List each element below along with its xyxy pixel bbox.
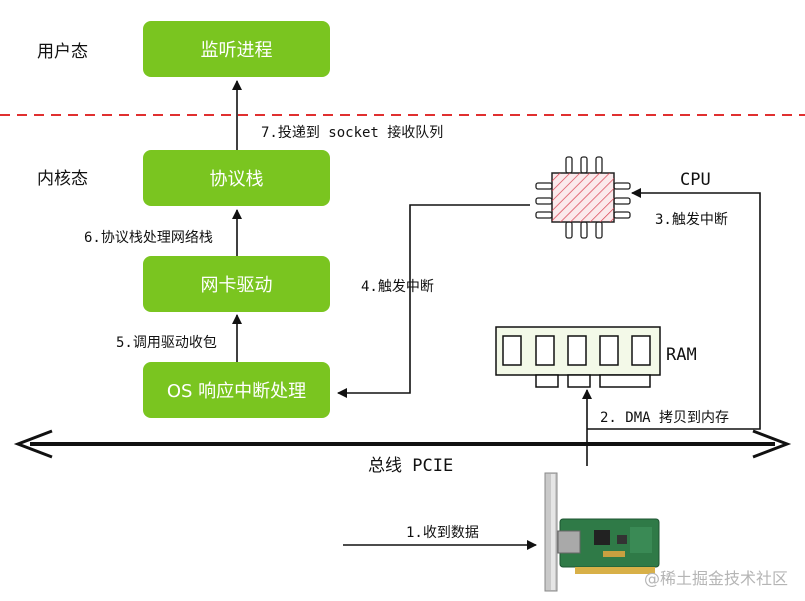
- protocol-stack-box: 协议栈: [143, 150, 330, 206]
- step-2-label: 2. DMA 拷贝到内存: [600, 410, 730, 426]
- step-3-label: 3.触发中断: [655, 212, 728, 228]
- arrow-cpu-to-os: [337, 204, 530, 398]
- network-card-icon: [544, 472, 660, 592]
- ram-module-icon: [495, 326, 661, 388]
- step-1-label: 1.收到数据: [406, 525, 479, 541]
- os-interrupt-box: OS 响应中断处理: [143, 362, 330, 418]
- nic-driver-box: 网卡驱动: [143, 256, 330, 312]
- listen-process-box: 监听进程: [143, 21, 330, 77]
- watermark: @稀土掘金技术社区: [644, 569, 789, 588]
- pcie-bus-label: 总线 PCIE: [368, 456, 454, 476]
- step-4-label: 4.触发中断: [361, 279, 434, 295]
- cpu-chip-icon: [535, 156, 631, 239]
- step-7-label: 7.投递到 socket 接收队列: [261, 125, 444, 141]
- pcie-bus: [13, 429, 792, 459]
- step-6-label: 6.协议栈处理网络栈: [84, 230, 213, 246]
- step-5-label: 5.调用驱动收包: [116, 335, 217, 351]
- user-space-label: 用户态: [37, 42, 88, 62]
- ram-label: RAM: [666, 345, 697, 365]
- cpu-label: CPU: [680, 170, 711, 190]
- arrow-nic-to-cpu: [587, 188, 761, 430]
- kernel-space-label: 内核态: [37, 169, 88, 189]
